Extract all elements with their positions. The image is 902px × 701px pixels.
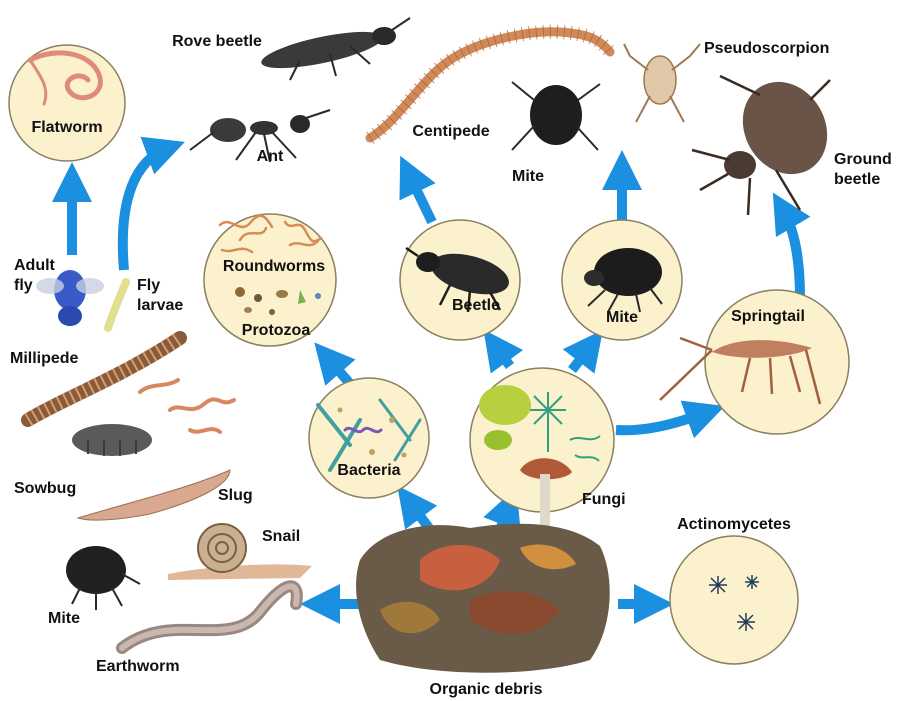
label-fly-larvae: Fly larvae (137, 276, 183, 316)
organic-debris-illustration (356, 524, 610, 673)
arrow-beetle-to-centipede (408, 172, 432, 222)
label-fungi: Fungi (582, 491, 626, 509)
rove-beetle-illustration (259, 18, 410, 80)
flatworm-circle (9, 45, 125, 161)
label-snail: Snail (262, 528, 300, 546)
label-mite-mid: Mite (606, 309, 638, 327)
label-mite-top: Mite (512, 168, 544, 186)
label-earthworm: Earthworm (96, 658, 180, 676)
label-springtail: Springtail (731, 308, 805, 326)
label-ant: Ant (257, 148, 284, 166)
sowbug-illustration (72, 424, 152, 456)
fly-larvae-illustration (108, 282, 126, 328)
label-pseudoscorpion: Pseudoscorpion (704, 40, 829, 58)
ground-beetle-illustration (692, 66, 844, 215)
mite-top-illustration (512, 82, 600, 150)
arrow-fungi-to-beetle (494, 344, 510, 366)
slug-illustration (78, 470, 230, 520)
label-roundworms: Roundworms (223, 258, 325, 276)
bacteria-circle (309, 378, 429, 498)
arrow-springtail-to-groundbeetle (782, 208, 800, 298)
label-ground-beetle: Ground beetle (834, 150, 892, 190)
label-protozoa: Protozoa (242, 322, 310, 340)
label-centipede: Centipede (412, 123, 489, 141)
label-slug: Slug (218, 487, 253, 505)
label-organic-debris: Organic debris (430, 681, 543, 699)
label-beetle: Beetle (452, 297, 500, 315)
label-adult-fly: Adult fly (14, 256, 55, 296)
label-flatworm: Flatworm (31, 119, 102, 137)
actinomycetes-circle (670, 536, 798, 664)
earthworm-illustration (122, 586, 297, 648)
label-rove-beetle: Rove beetle (172, 33, 262, 51)
arrow-fungi-to-mite (572, 344, 592, 370)
pseudoscorpion-illustration (624, 44, 700, 122)
arrow-larvae-to-ant (123, 148, 168, 270)
label-bacteria: Bacteria (337, 462, 400, 480)
mite-bottom-illustration (66, 546, 140, 610)
label-sowbug: Sowbug (14, 480, 76, 498)
label-millipede: Millipede (10, 350, 78, 368)
arrow-fungi-to-springtail (616, 412, 708, 430)
label-mite-bottom: Mite (48, 610, 80, 628)
worms-left-illustration (140, 380, 234, 432)
label-actinomycetes: Actinomycetes (677, 516, 791, 534)
